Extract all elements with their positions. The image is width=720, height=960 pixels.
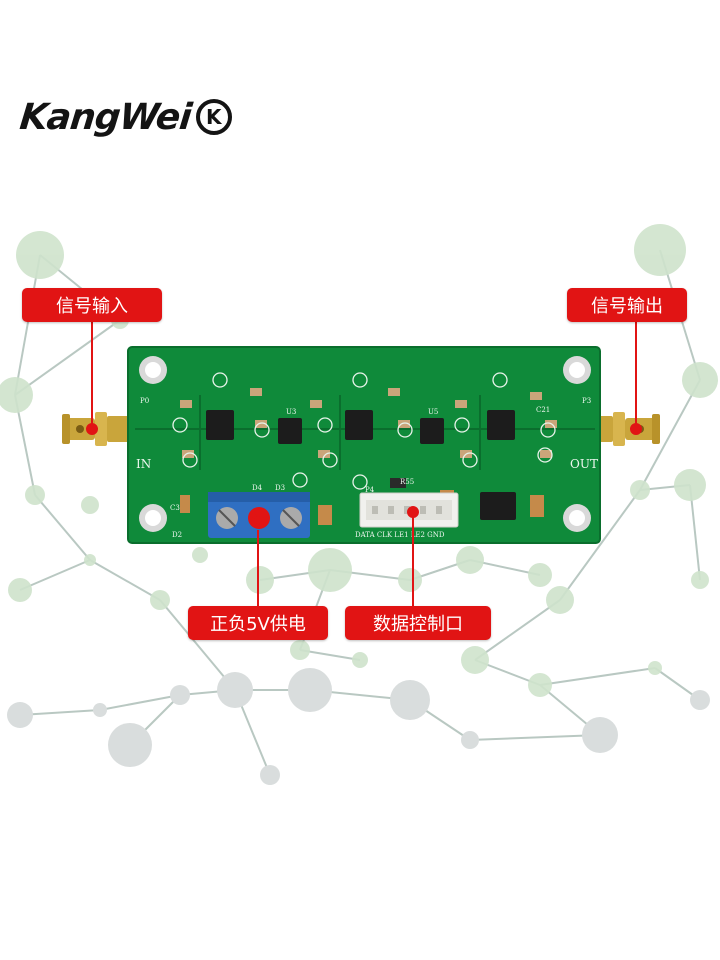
label-u3: U3 [286, 408, 296, 416]
brand-logo: KangWei K [17, 92, 234, 142]
label-r55: R55 [400, 478, 414, 486]
label-u5: U5 [428, 408, 438, 416]
pcb-board: IN OUT P0 P3 P4 DATA CLK LE1 LE2 GND U3 … [127, 346, 601, 544]
callout-data-control-port: 数据控制口 [345, 606, 491, 640]
label-out: OUT [570, 457, 598, 471]
mounting-holes [139, 356, 591, 532]
label-d2: D2 [172, 531, 182, 539]
brand-name: KangWei [17, 96, 193, 138]
label-p4: P4 [365, 486, 375, 494]
brand-mark-letter: K [206, 105, 223, 129]
callout-signal-input: 信号输入 [22, 288, 162, 322]
label-d3: D3 [275, 484, 285, 492]
network-nodes [0, 224, 718, 697]
label-connector-pins: DATA CLK LE1 LE2 GND [355, 531, 445, 539]
label-d4: D4 [252, 484, 263, 492]
silkscreen [172, 372, 556, 490]
sma-connector-in [62, 412, 135, 446]
label-in: IN [136, 457, 151, 471]
callout-power-supply: 正负5V供电 [188, 606, 328, 640]
ic-chips [206, 410, 516, 520]
label-c21: C21 [536, 406, 550, 414]
label-p0: P0 [140, 397, 149, 405]
brand-mark-icon: K [195, 99, 232, 135]
label-c3: C3 [170, 504, 180, 512]
callout-signal-output: 信号输出 [567, 288, 687, 322]
label-p3: P3 [582, 397, 591, 405]
callout-leaders [86, 322, 642, 606]
network-nodes-grey [7, 668, 710, 785]
